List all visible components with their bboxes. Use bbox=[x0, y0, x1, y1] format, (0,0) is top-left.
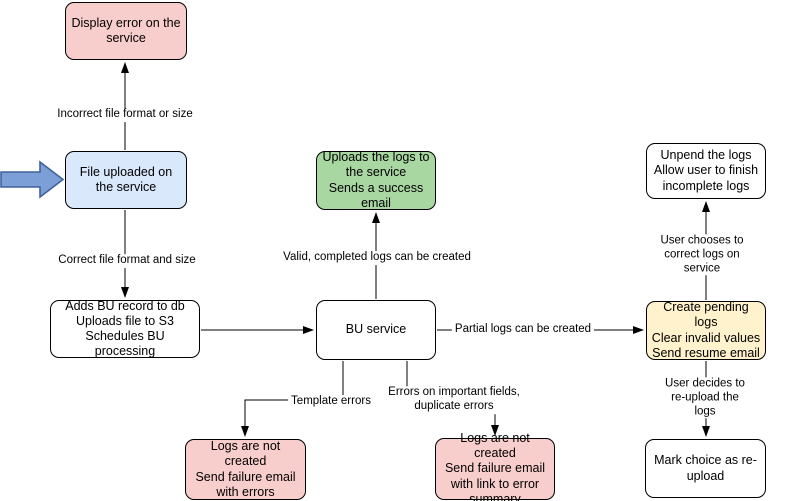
node-create-pending-logs-label: Create pending logs Clear invalid values… bbox=[651, 300, 761, 360]
node-adds-bu-record: Adds BU record to db Uploads file to S3 … bbox=[50, 298, 200, 359]
node-mark-reupload-label: Mark choice as re-upload bbox=[654, 453, 757, 483]
edge-label-incorrect-format: Incorrect file format or size bbox=[54, 108, 196, 122]
node-logs-not-created-summary-label: Logs are not created Send failure email … bbox=[444, 430, 546, 501]
node-uploads-logs-success-label: Uploads the logs to the service Sends a … bbox=[322, 150, 430, 210]
node-display-error: Display error on the service bbox=[65, 2, 187, 60]
node-bu-service-label: BU service bbox=[345, 322, 407, 337]
edge-label-template-errors: Template errors bbox=[288, 395, 374, 409]
edge-label-correct-on-service: User chooses to correct logs on service bbox=[652, 234, 752, 276]
node-adds-bu-record-label: Adds BU record to db Uploads file to S3 … bbox=[65, 298, 185, 359]
node-unpend-logs: Unpend the logs Allow user to finish inc… bbox=[646, 143, 766, 199]
node-logs-not-created-summary: Logs are not created Send failure email … bbox=[435, 431, 555, 501]
node-bu-service: BU service bbox=[316, 300, 436, 360]
edge-label-field-errors: Errors on important fields, duplicate er… bbox=[385, 386, 523, 414]
node-display-error-label: Display error on the service bbox=[71, 15, 181, 45]
node-logs-not-created-errors: Logs are not created Send failure email … bbox=[185, 439, 306, 500]
edge-label-partial-logs: Partial logs can be created bbox=[451, 323, 595, 337]
node-file-uploaded: File uploaded on the service bbox=[65, 151, 187, 209]
node-file-uploaded-label: File uploaded on the service bbox=[79, 164, 173, 194]
input-arrow-icon bbox=[0, 160, 65, 199]
edge-label-reupload: User decides to re-upload the logs bbox=[657, 377, 753, 419]
node-mark-reupload: Mark choice as re-upload bbox=[645, 439, 766, 498]
edge-label-valid-completed: Valid, completed logs can be created bbox=[280, 251, 474, 265]
edge-label-correct-format: Correct file format and size bbox=[55, 254, 199, 268]
node-unpend-logs-label: Unpend the logs Allow user to finish inc… bbox=[653, 148, 759, 193]
node-create-pending-logs: Create pending logs Clear invalid values… bbox=[646, 300, 766, 360]
node-logs-not-created-errors-label: Logs are not created Send failure email … bbox=[195, 439, 296, 499]
node-uploads-logs-success: Uploads the logs to the service Sends a … bbox=[316, 150, 436, 210]
